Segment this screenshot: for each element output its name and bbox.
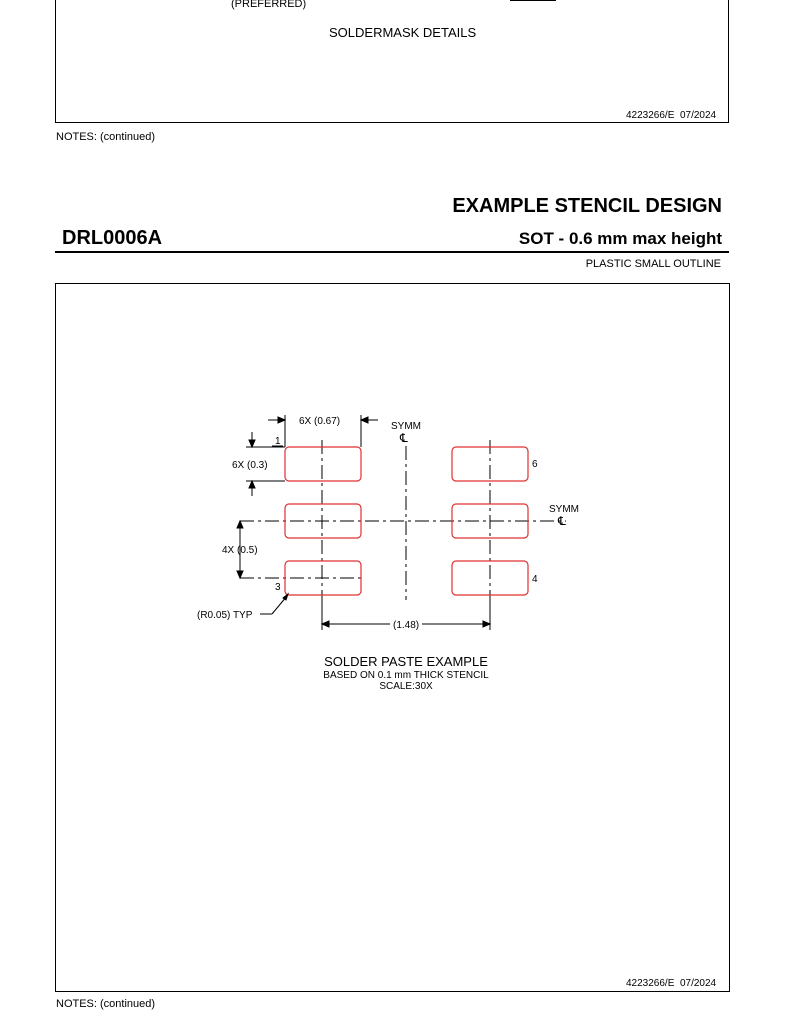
- symm-label-horizontal: SYMM: [549, 504, 579, 515]
- dim-pitch-label: 4X (0.5): [222, 545, 258, 556]
- symm-label-vertical: SYMM: [391, 421, 421, 432]
- pad-pin-3: [284, 560, 362, 596]
- pad-pin-4: [451, 560, 529, 596]
- package-subtitle: SOT - 0.6 mm max height: [518, 229, 722, 248]
- pad-pin-2: [284, 503, 362, 539]
- header-rule: [55, 251, 729, 253]
- centerline-symbol-horizontal: ℄: [557, 514, 566, 528]
- pin-3-label: 3: [275, 582, 281, 593]
- pad-pin-6: [451, 446, 529, 482]
- stencil-drawing-frame: [55, 283, 730, 992]
- preferred-label: (PREFERRED): [231, 0, 307, 10]
- page-title: EXAMPLE STENCIL DESIGN: [452, 195, 722, 217]
- soldermask-details-title: SOLDERMASK DETAILS: [329, 25, 477, 40]
- top-drawing-frame: [55, 0, 729, 123]
- top-cutoff-text-mark: [510, 0, 556, 1]
- top-doc-reference: 4223266/E 07/2024: [626, 110, 716, 121]
- dim-pad-width-label: 6X (0.67): [299, 416, 340, 427]
- top-doc-number: 4223266/E: [626, 110, 675, 121]
- caption-scale: SCALE:30X: [379, 681, 433, 692]
- bottom-doc-reference: 4223266/E 07/2024: [626, 978, 716, 989]
- pad-pin-5: [451, 503, 529, 539]
- notes-continued-top: NOTES: (continued): [56, 131, 156, 143]
- bottom-doc-date: 07/2024: [679, 978, 717, 989]
- pin-6-label: 6: [532, 459, 538, 470]
- caption-title: SOLDER PASTE EXAMPLE: [324, 654, 488, 669]
- caption-stencil-thickness: BASED ON 0.1 mm THICK STENCIL: [323, 670, 489, 681]
- top-doc-date: 07/2024: [679, 110, 717, 121]
- dim-pad-height-label: 6X (0.3): [232, 460, 268, 471]
- pin-4-label: 4: [532, 574, 538, 585]
- dim-corner-radius-label: (R0.05) TYP: [197, 610, 253, 621]
- package-description: PLASTIC SMALL OUTLINE: [585, 258, 721, 270]
- notes-continued-bottom: NOTES: (continued): [56, 998, 156, 1010]
- bottom-doc-number: 4223266/E: [626, 978, 675, 989]
- dim-span-label: (1.48): [393, 620, 419, 631]
- pad-pin-1: [284, 446, 362, 482]
- pin-1-label: 1: [275, 436, 281, 447]
- centerline-symbol-vertical: ℄: [399, 431, 408, 445]
- package-code: DRL0006A: [62, 227, 163, 249]
